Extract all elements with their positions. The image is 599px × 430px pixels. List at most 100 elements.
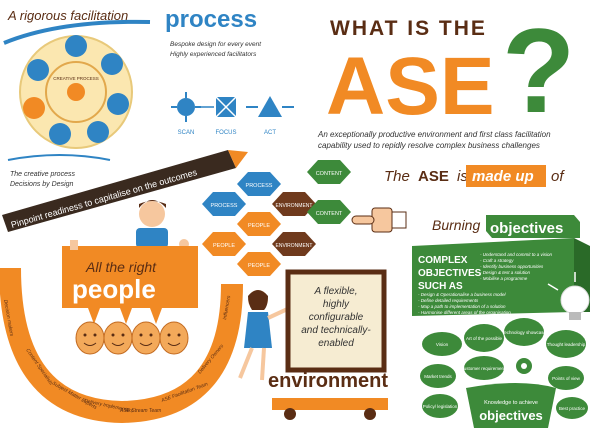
arc-label-5: ASE Stream Team — [119, 408, 161, 414]
knowledge-section: Vision Art of the possible Technology sh… — [420, 318, 588, 428]
made-up-highlight: made up — [472, 168, 534, 185]
title-question-mark: ? — [502, 4, 575, 138]
env-quote-3: configurable — [309, 312, 364, 323]
pot-text-1: Knowledge to achieve — [484, 400, 538, 406]
tagline-line-2: capability used to repidly resolve compl… — [318, 141, 540, 150]
obj-bullet-8: - Map a path to implementation of a solu… — [418, 304, 506, 309]
lightbulb-icon — [547, 272, 590, 320]
face-2 — [103, 321, 133, 355]
obj-bullet-5: - Mobilise a programme — [480, 276, 528, 281]
made-up-suffix: of — [551, 168, 565, 185]
process-title-prefix: A rigorous facilitation — [7, 8, 128, 23]
hex-9-label: PEOPLE — [248, 263, 270, 269]
trolley-wheel-left — [284, 408, 296, 420]
wheel-node-right-top — [101, 53, 123, 75]
board-pointer-3 — [150, 308, 162, 324]
face-3 — [131, 321, 161, 355]
process-arc — [3, 19, 151, 45]
burning-label: Burning — [432, 217, 480, 233]
bubble-best-label: Best practice — [559, 406, 586, 411]
hex-4-label: PEOPLE — [248, 223, 270, 229]
complex-line-1: COMPLEX — [418, 255, 468, 266]
bubble-customer — [464, 356, 504, 380]
hex-7 — [202, 232, 246, 256]
board-pointer-2 — [120, 308, 132, 324]
hex-6-label: CONTENT — [316, 211, 343, 217]
pot-text-2: objectives — [479, 408, 543, 423]
bubble-policy — [422, 394, 458, 418]
focus-icon — [211, 92, 241, 122]
bubble-policy-label: Policy/ legislation — [423, 404, 458, 409]
trolley-wheel-right — [364, 408, 376, 420]
process-note-1: Bespoke design for every event — [170, 41, 262, 48]
title-ase: ASE — [326, 41, 495, 132]
bubble-thought — [546, 330, 586, 358]
obj-bullet-6: - Design & Operationalise a business mod… — [418, 292, 507, 297]
objectives-section: Burning objectives COMPLEX OBJECTIVES SU… — [412, 215, 590, 320]
bubble-thought-label: Thought leadership — [547, 342, 586, 347]
people-section: All the right people Decision makers Con… — [0, 200, 243, 424]
svg-text:The ASE is: The ASE is — [384, 168, 468, 185]
made-up-is: is — [457, 168, 468, 185]
people-word: people — [72, 274, 156, 304]
wheel-node-left — [23, 97, 45, 119]
arc-label-8: Influencers — [222, 295, 232, 321]
objectives-word: objectives — [490, 220, 563, 237]
bubble-tech-label: Technology showcase — [502, 330, 547, 335]
env-quote-4: and technically- — [301, 325, 371, 336]
wheel-node-right — [107, 93, 129, 115]
hex-8 — [272, 232, 316, 256]
creative-process-wheel: CREATIVE PROCESS — [19, 35, 133, 149]
pointing-hand-icon — [351, 207, 407, 233]
made-up-ase: ASE — [418, 168, 449, 185]
obj-bullet-4: - Design & test a solution — [480, 270, 531, 275]
scan-label: SCAN — [178, 130, 195, 136]
wheel-node-bottom-right — [87, 121, 109, 143]
env-quote-2: highly — [323, 299, 350, 310]
process-title-word: process — [165, 6, 257, 33]
made-up-heading: The ASE is made up of — [384, 165, 565, 187]
people-all-right: All the right — [85, 259, 157, 275]
complex-line-3: SUCH AS — [418, 281, 463, 292]
trolley-base — [272, 398, 388, 410]
obj-bullet-1: - Understand and commit to a vision — [480, 252, 553, 257]
creative-caption-1: The creative process — [10, 171, 75, 178]
bubble-customer-label: Customer requirements — [460, 366, 508, 371]
made-up-prefix: The — [384, 168, 410, 185]
bubble-art — [464, 324, 504, 352]
people-board — [62, 246, 198, 308]
hex-5-label: ENVIRONMENT — [276, 203, 313, 209]
stakeholder-arc — [0, 267, 243, 424]
objectives-tag — [486, 215, 580, 238]
bubble-tech — [504, 318, 544, 346]
bubble-art-label: Art of the possible — [466, 336, 503, 341]
tagline-line-1: An exceptionally productive environment … — [317, 130, 551, 139]
wheel-center-label: CREATIVE PROCESS — [53, 76, 98, 81]
environment-word: environment — [268, 370, 388, 392]
title-what-is-the: WHAT IS THE — [330, 17, 487, 40]
presenter-man-illustration — [136, 200, 189, 249]
hex-3 — [202, 192, 246, 216]
bubble-vision — [422, 332, 462, 356]
bubble-pov-label: Points of view — [552, 376, 581, 381]
complex-line-2: OBJECTIVES — [418, 268, 482, 279]
bubble-best — [556, 397, 588, 419]
hex-7-label: PEOPLE — [213, 243, 235, 249]
face-4 — [159, 321, 189, 355]
objectives-box — [412, 238, 574, 316]
obj-bullet-2: - Craft a strategy — [480, 258, 514, 263]
wheel-hub — [67, 83, 85, 101]
hex-1 — [237, 172, 281, 196]
obj-bullet-9: - Harmonise different areas of the organ… — [418, 310, 511, 315]
made-up-highlight-box — [466, 165, 546, 187]
obj-bullet-3: - Identify business opportunities — [480, 264, 544, 269]
faces-row — [75, 321, 189, 355]
hex-2 — [307, 160, 351, 184]
title-section: WHAT IS THE ASE ? An exceptionally produ… — [317, 4, 575, 150]
hex-3-label: PROCESS — [211, 203, 238, 209]
env-quote-5: enabled — [318, 338, 354, 349]
wheel-node-top — [65, 35, 87, 57]
hex-5 — [272, 192, 316, 216]
process-note-2: Highly experienced facilitators — [170, 51, 257, 58]
